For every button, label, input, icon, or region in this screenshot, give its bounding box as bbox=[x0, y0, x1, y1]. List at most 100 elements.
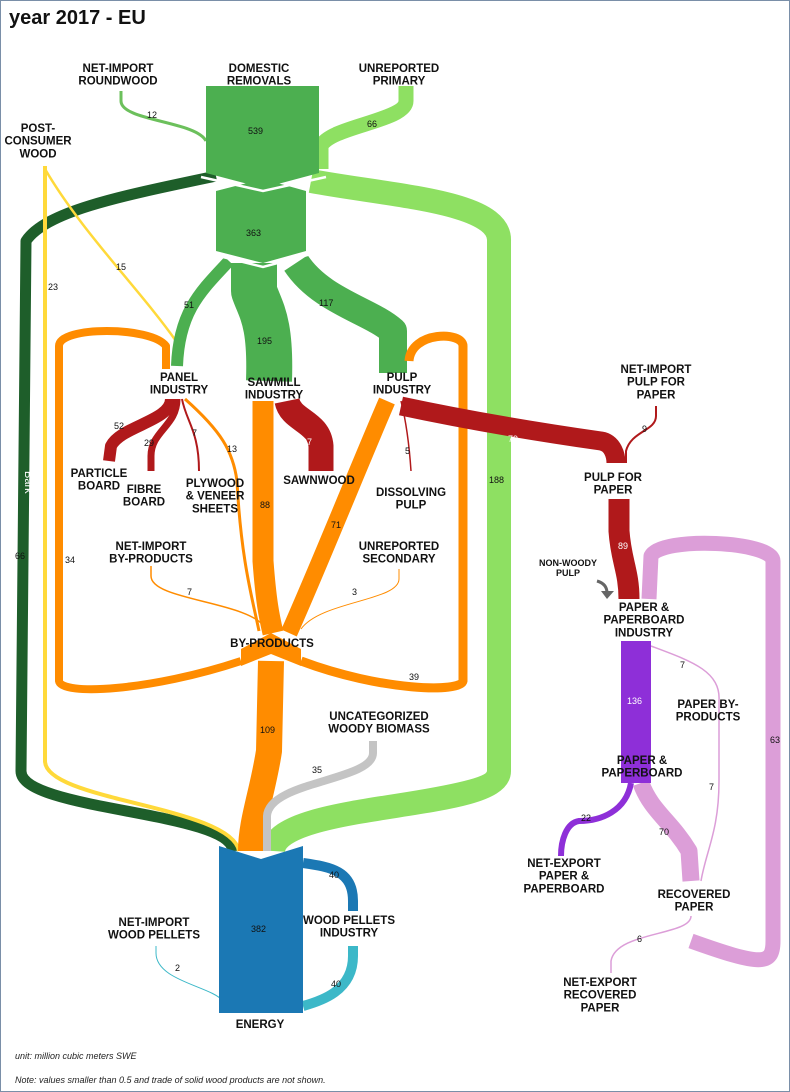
value-paper-to-recovered: 70 bbox=[659, 827, 669, 837]
label-line: NET-EXPORT bbox=[563, 977, 636, 989]
value-domestic-removals: 539 bbox=[248, 126, 263, 136]
label-line: NET-IMPORT bbox=[119, 917, 190, 929]
label-line: PRIMARY bbox=[373, 76, 426, 88]
node-divider bbox=[210, 252, 312, 269]
value-particle-board: 52 bbox=[114, 421, 124, 431]
value-paper-production: 136 bbox=[627, 696, 642, 706]
label-line: & VENEER bbox=[186, 491, 245, 503]
unit-note: unit: million cubic meters SWE bbox=[15, 1051, 137, 1061]
label-line: PRODUCTS bbox=[676, 712, 741, 724]
label-paper-paperboard: PAPER &PAPERBOARD bbox=[602, 755, 683, 780]
label-line: PAPER & bbox=[619, 602, 669, 614]
flow-pellets-to-energy bbox=[301, 946, 358, 1011]
flow-paper-to-recovered bbox=[632, 779, 700, 882]
value-net-import-pulp: 9 bbox=[642, 424, 647, 434]
label-sawnwood: SAWNWOOD bbox=[283, 475, 355, 487]
label-line: NET-EXPORT bbox=[527, 858, 600, 870]
value-net-import-roundwood: 12 bbox=[147, 110, 157, 120]
label-line: ENERGY bbox=[236, 1019, 285, 1031]
value-byproducts-to-panel: 34 bbox=[65, 555, 75, 565]
value-byproducts-to-pulp: 39 bbox=[409, 672, 419, 682]
value-post-consumer-to-panel: 15 bbox=[116, 262, 126, 272]
label-line: INDUSTRY bbox=[373, 385, 432, 397]
label-line: BY-PRODUCTS bbox=[109, 554, 193, 566]
label-line: PULP FOR bbox=[627, 377, 686, 389]
flow-post-consumer-to-energy bbox=[43, 166, 241, 852]
label-line: NET-IMPORT bbox=[621, 364, 692, 376]
label-line: REMOVALS bbox=[227, 76, 292, 88]
flow-removals-to-sawmill bbox=[231, 263, 293, 382]
flow-paper-byproducts bbox=[650, 645, 720, 882]
value-energy-to-pellets: 40 bbox=[329, 870, 339, 880]
label-line: PANEL bbox=[160, 372, 198, 384]
label-line: PAPER bbox=[637, 389, 676, 401]
flow-uncategorized bbox=[263, 741, 377, 851]
label-line: CONSUMER bbox=[4, 136, 72, 148]
flow-pulp-to-paper-industry bbox=[608, 499, 640, 600]
label-line: NON-WOODY bbox=[539, 558, 597, 568]
value-energy-total: 382 bbox=[251, 924, 266, 934]
flow-recovered-to-paper-industry bbox=[641, 535, 781, 968]
flow-post-consumer-to-panel bbox=[43, 168, 178, 342]
value-pulp-to-byproducts: 71 bbox=[331, 520, 341, 530]
value-sawnwood: 107 bbox=[297, 437, 312, 447]
flow-import-roundwood bbox=[119, 91, 208, 142]
node-paper-paperboard bbox=[621, 759, 651, 783]
label-line: INDUSTRY bbox=[245, 390, 304, 402]
label-line: PAPERBOARD bbox=[602, 768, 683, 780]
label-line: BOARD bbox=[78, 481, 120, 493]
value-removals-to-sawmill: 195 bbox=[257, 336, 272, 346]
label-line: PAPERBOARD bbox=[524, 883, 605, 895]
flow-unreported-primary bbox=[313, 86, 414, 169]
flow-net-export-recovered bbox=[610, 915, 692, 973]
label-line: PAPER BY- bbox=[677, 699, 738, 711]
value-fibre-board: 29 bbox=[144, 438, 154, 448]
value-plywood: 7 bbox=[192, 428, 197, 438]
value-recovered-to-paper-industry: 63 bbox=[770, 735, 780, 745]
flow-pulp-to-byproducts bbox=[281, 397, 395, 637]
nodes bbox=[200, 86, 651, 1013]
label-line: NET-IMPORT bbox=[83, 63, 154, 75]
label-line: FIBRE bbox=[127, 484, 162, 496]
value-uncategorized: 35 bbox=[312, 765, 322, 775]
label-paper-byproducts: PAPER BY-PRODUCTS bbox=[676, 699, 741, 724]
value-pulp-for-paper-in: 79 bbox=[508, 434, 518, 444]
value-pellets-to-energy: 40 bbox=[331, 979, 341, 989]
flow-removals-to-panel bbox=[171, 256, 234, 367]
value-bark-to-energy: 66 bbox=[15, 551, 25, 561]
value-post-consumer-to-energy: 23 bbox=[48, 282, 58, 292]
value-unreported-secondary: 3 bbox=[352, 587, 357, 597]
label-line: UNREPORTED bbox=[359, 541, 440, 553]
value-byproducts-to-energy: 109 bbox=[260, 725, 275, 735]
value-panel-to-byproducts: 13 bbox=[227, 444, 237, 454]
label-line: PAPER & bbox=[617, 755, 667, 767]
flow-sawnwood bbox=[274, 396, 334, 471]
label-line: PULP FOR bbox=[584, 472, 643, 484]
value-removals-after-bark: 363 bbox=[246, 228, 261, 238]
label-line: UNCATEGORIZED bbox=[329, 711, 428, 723]
label-line: PARTICLE bbox=[71, 468, 128, 480]
value-removals-to-pulp: 117 bbox=[319, 298, 333, 308]
label-line: SAWNWOOD bbox=[283, 475, 355, 487]
label-line: DISSOLVING bbox=[376, 487, 446, 499]
label-line: POST- bbox=[21, 123, 56, 135]
label-line: PULP bbox=[556, 568, 580, 578]
value-unreported-primary: 66 bbox=[367, 119, 377, 129]
label-line: WOOD bbox=[19, 148, 56, 160]
flows bbox=[15, 86, 781, 1011]
